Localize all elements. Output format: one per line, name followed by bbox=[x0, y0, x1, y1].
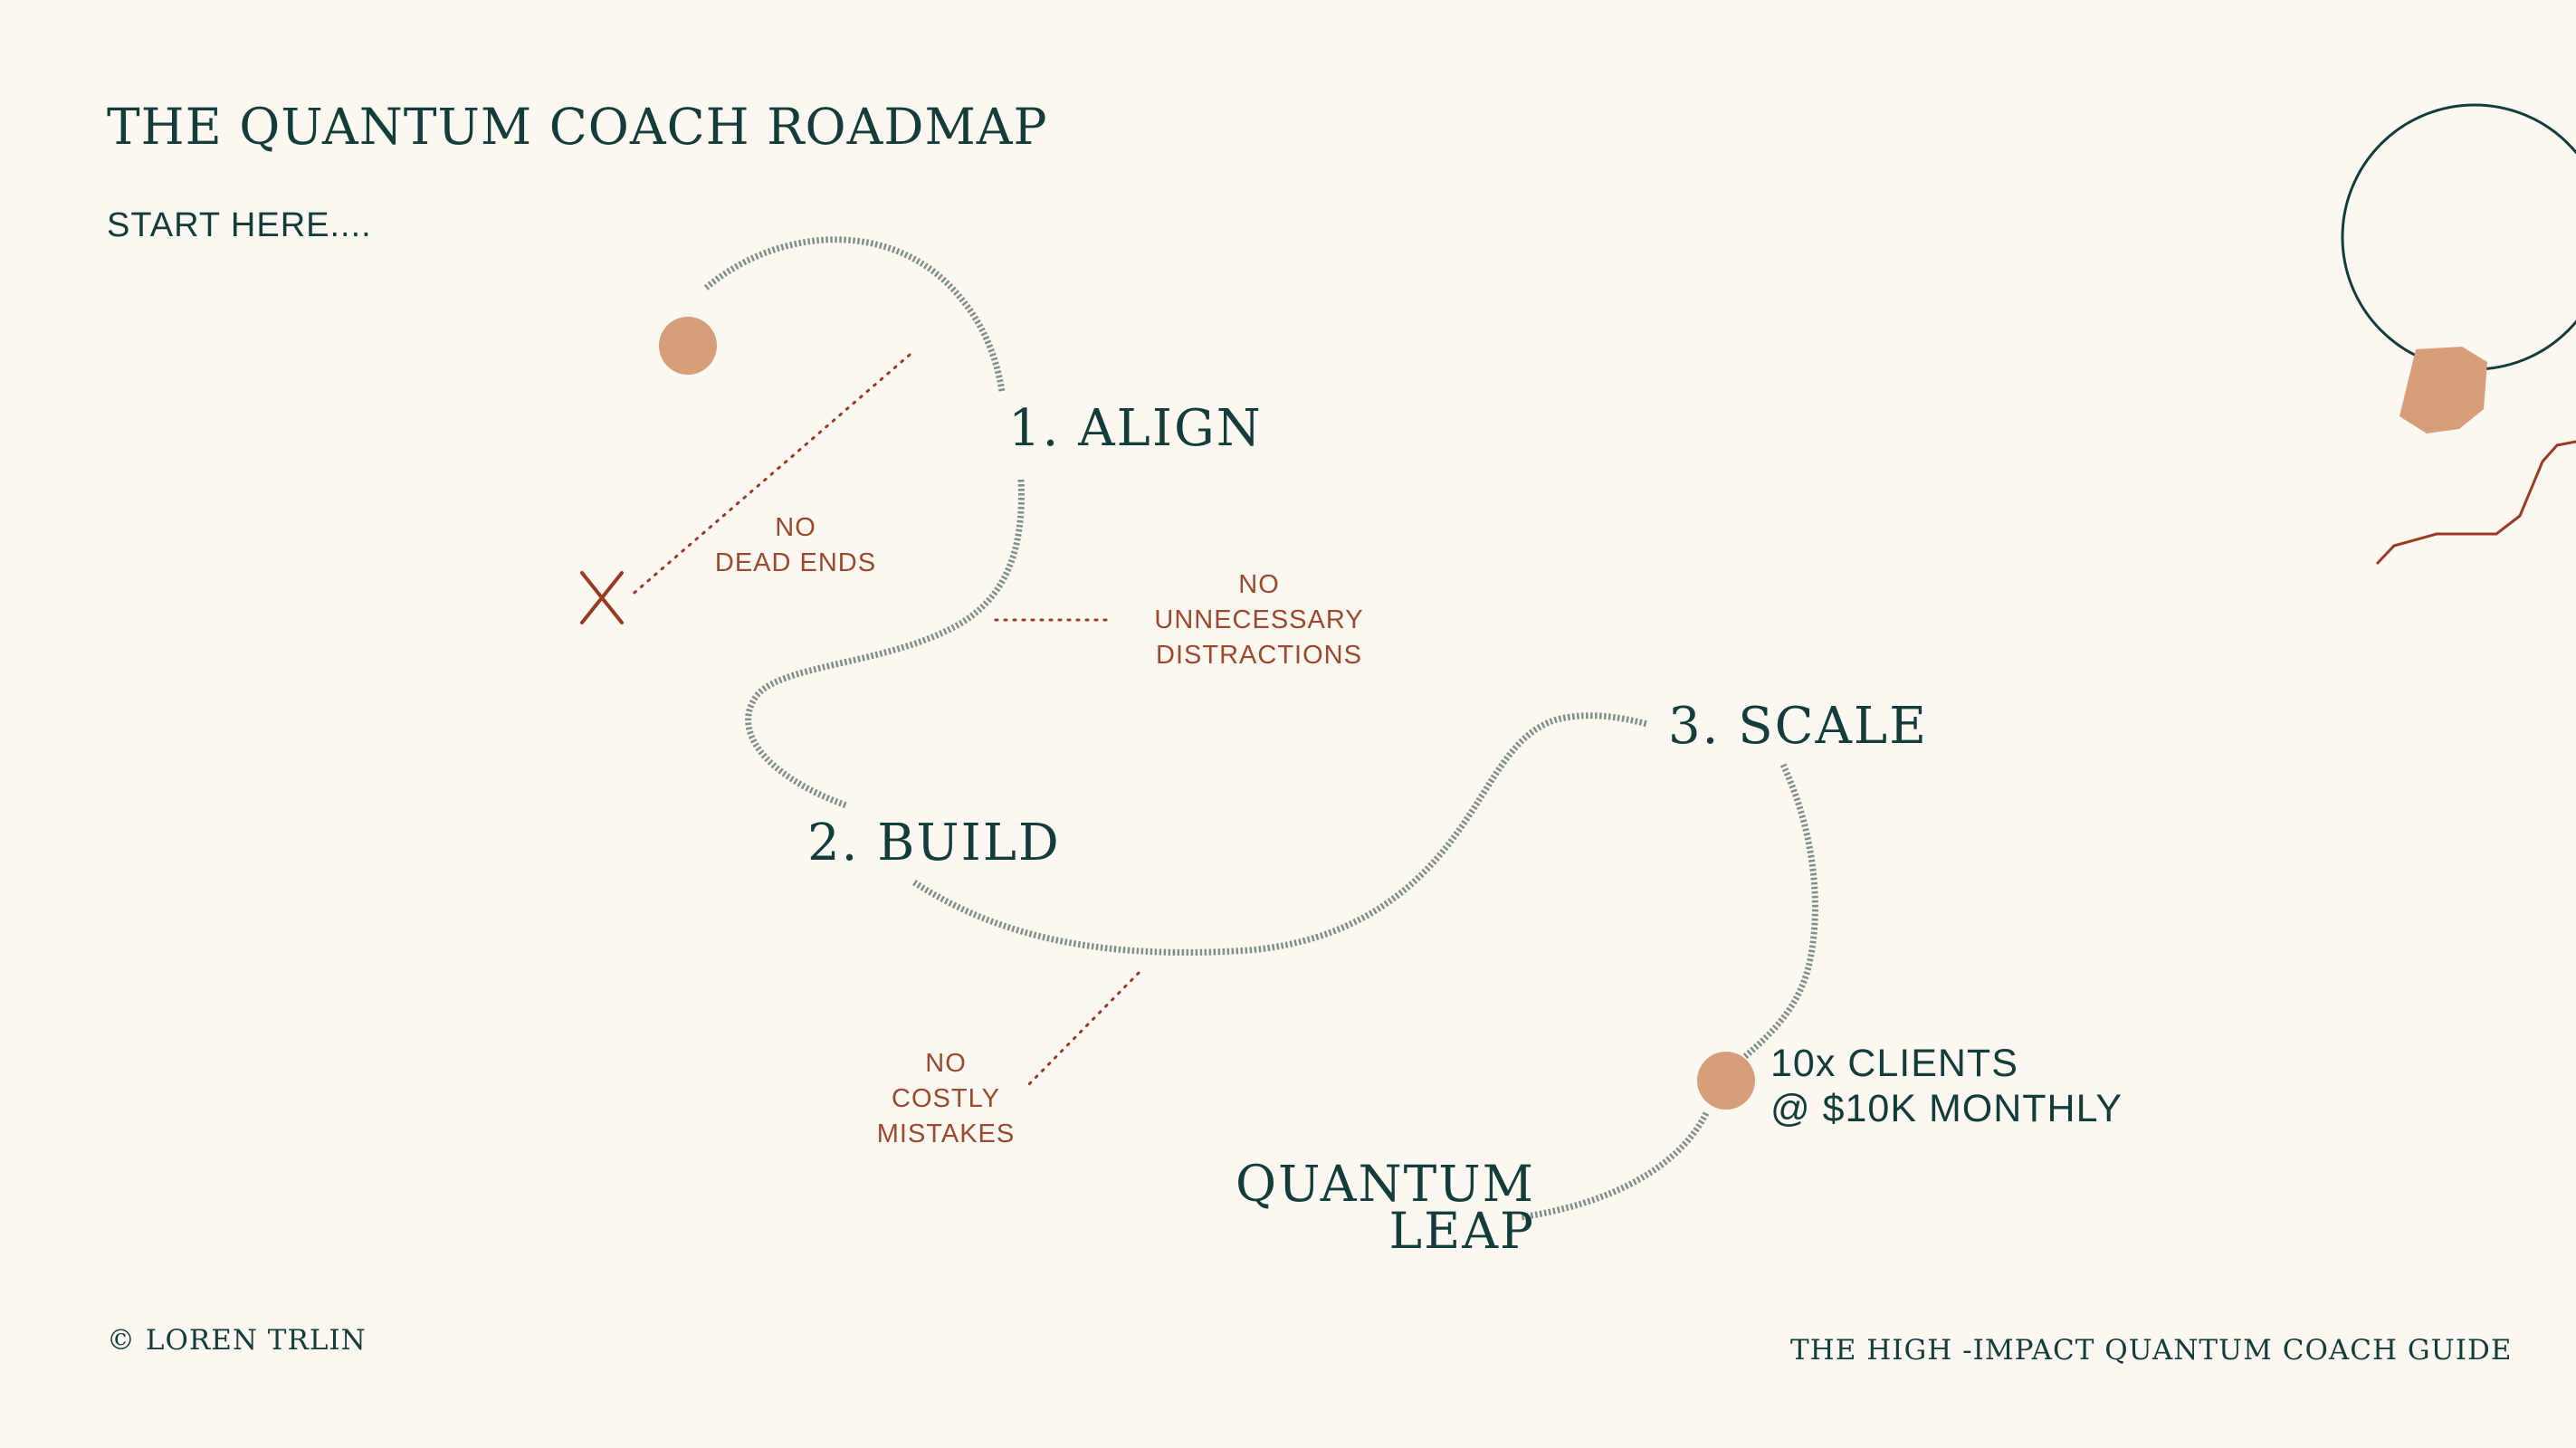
step-align-label: 1. ALIGN bbox=[1008, 399, 1263, 458]
note-mistakes: NO COSTLY MISTAKES bbox=[871, 1046, 1021, 1152]
result-dot bbox=[1697, 1052, 1755, 1110]
path-scale-to-result bbox=[1740, 763, 1818, 1062]
path-align-to-build bbox=[745, 479, 1025, 809]
result-text: 10x CLIENTS @ $10K MONTHLY bbox=[1770, 1041, 2123, 1131]
decorative-circle bbox=[2341, 103, 2576, 371]
note-mistakes-line2: COSTLY bbox=[892, 1084, 1000, 1113]
decorative-rust-line bbox=[2375, 440, 2576, 566]
step-scale-label: 3. SCALE bbox=[1668, 697, 1928, 756]
quantum-leap-label: QUANTUM LEAP bbox=[1236, 1155, 1535, 1260]
footer-guide-title: THE HIGH -IMPACT QUANTUM COACH GUIDE bbox=[1790, 1334, 2513, 1367]
note-dead-ends-line2: DEAD ENDS bbox=[714, 548, 877, 577]
start-dot bbox=[659, 317, 717, 375]
note-distractions: NO UNNECESSARY DISTRACTIONS bbox=[1152, 567, 1366, 673]
step-build-label: 2. BUILD bbox=[807, 814, 1061, 872]
note-distractions-line3: DISTRACTIONS bbox=[1156, 641, 1362, 670]
note-dead-ends: NO DEAD ENDS bbox=[705, 510, 886, 581]
connector-mistakes bbox=[1026, 971, 1140, 1088]
path-build-to-scale bbox=[912, 712, 1648, 956]
note-mistakes-line3: MISTAKES bbox=[876, 1119, 1016, 1148]
note-distractions-line2: UNNECESSARY bbox=[1154, 605, 1364, 634]
note-mistakes-line1: NO bbox=[925, 1049, 967, 1078]
result-line1: 10x CLIENTS bbox=[1770, 1042, 2018, 1085]
path-start-to-align bbox=[703, 236, 1006, 392]
decorative-peach-shape bbox=[2399, 347, 2487, 433]
copyright-text: © LOREN TRLIN bbox=[107, 1324, 367, 1357]
dead-end-x-icon bbox=[580, 571, 624, 624]
connector-dead-ends bbox=[627, 353, 911, 599]
note-dead-ends-line1: NO bbox=[775, 513, 816, 542]
quantum-leap-line1: QUANTUM bbox=[1236, 1155, 1535, 1213]
note-distractions-line1: NO bbox=[1238, 570, 1280, 599]
result-line2: @ $10K MONTHLY bbox=[1770, 1087, 2123, 1130]
start-here-label: START HERE.... bbox=[107, 206, 372, 244]
quantum-leap-line2: LEAP bbox=[1388, 1202, 1535, 1260]
path-result-to-leap bbox=[1520, 1111, 1710, 1221]
page-title: THE QUANTUM COACH ROADMAP bbox=[107, 98, 1048, 156]
